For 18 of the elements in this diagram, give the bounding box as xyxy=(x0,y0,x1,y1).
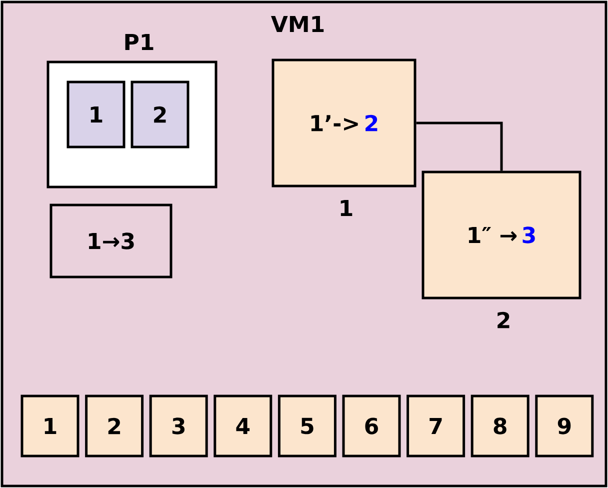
slot-box: 1 xyxy=(20,394,80,458)
slot-box: 5 xyxy=(278,394,336,458)
slot-box: 1 xyxy=(66,80,126,148)
slot-box: 9 xyxy=(535,394,594,458)
connector-line xyxy=(416,122,503,171)
process-box: 1→3 xyxy=(50,204,172,278)
slot-box: 2 xyxy=(130,80,190,148)
slot-box: 7 xyxy=(406,394,466,458)
number-label: 1 xyxy=(340,200,352,216)
slot-box: 8 xyxy=(470,394,530,458)
node-label: P1 xyxy=(125,34,154,50)
number-label: 2 xyxy=(498,312,510,328)
process-box: 1″ → 3 xyxy=(422,170,582,300)
process-box: 1’-> 2 xyxy=(272,58,416,188)
slot-box: 2 xyxy=(85,394,144,458)
slot-box: 4 xyxy=(214,394,272,458)
slot-box: 6 xyxy=(342,394,401,458)
slot-box: 3 xyxy=(149,394,208,458)
